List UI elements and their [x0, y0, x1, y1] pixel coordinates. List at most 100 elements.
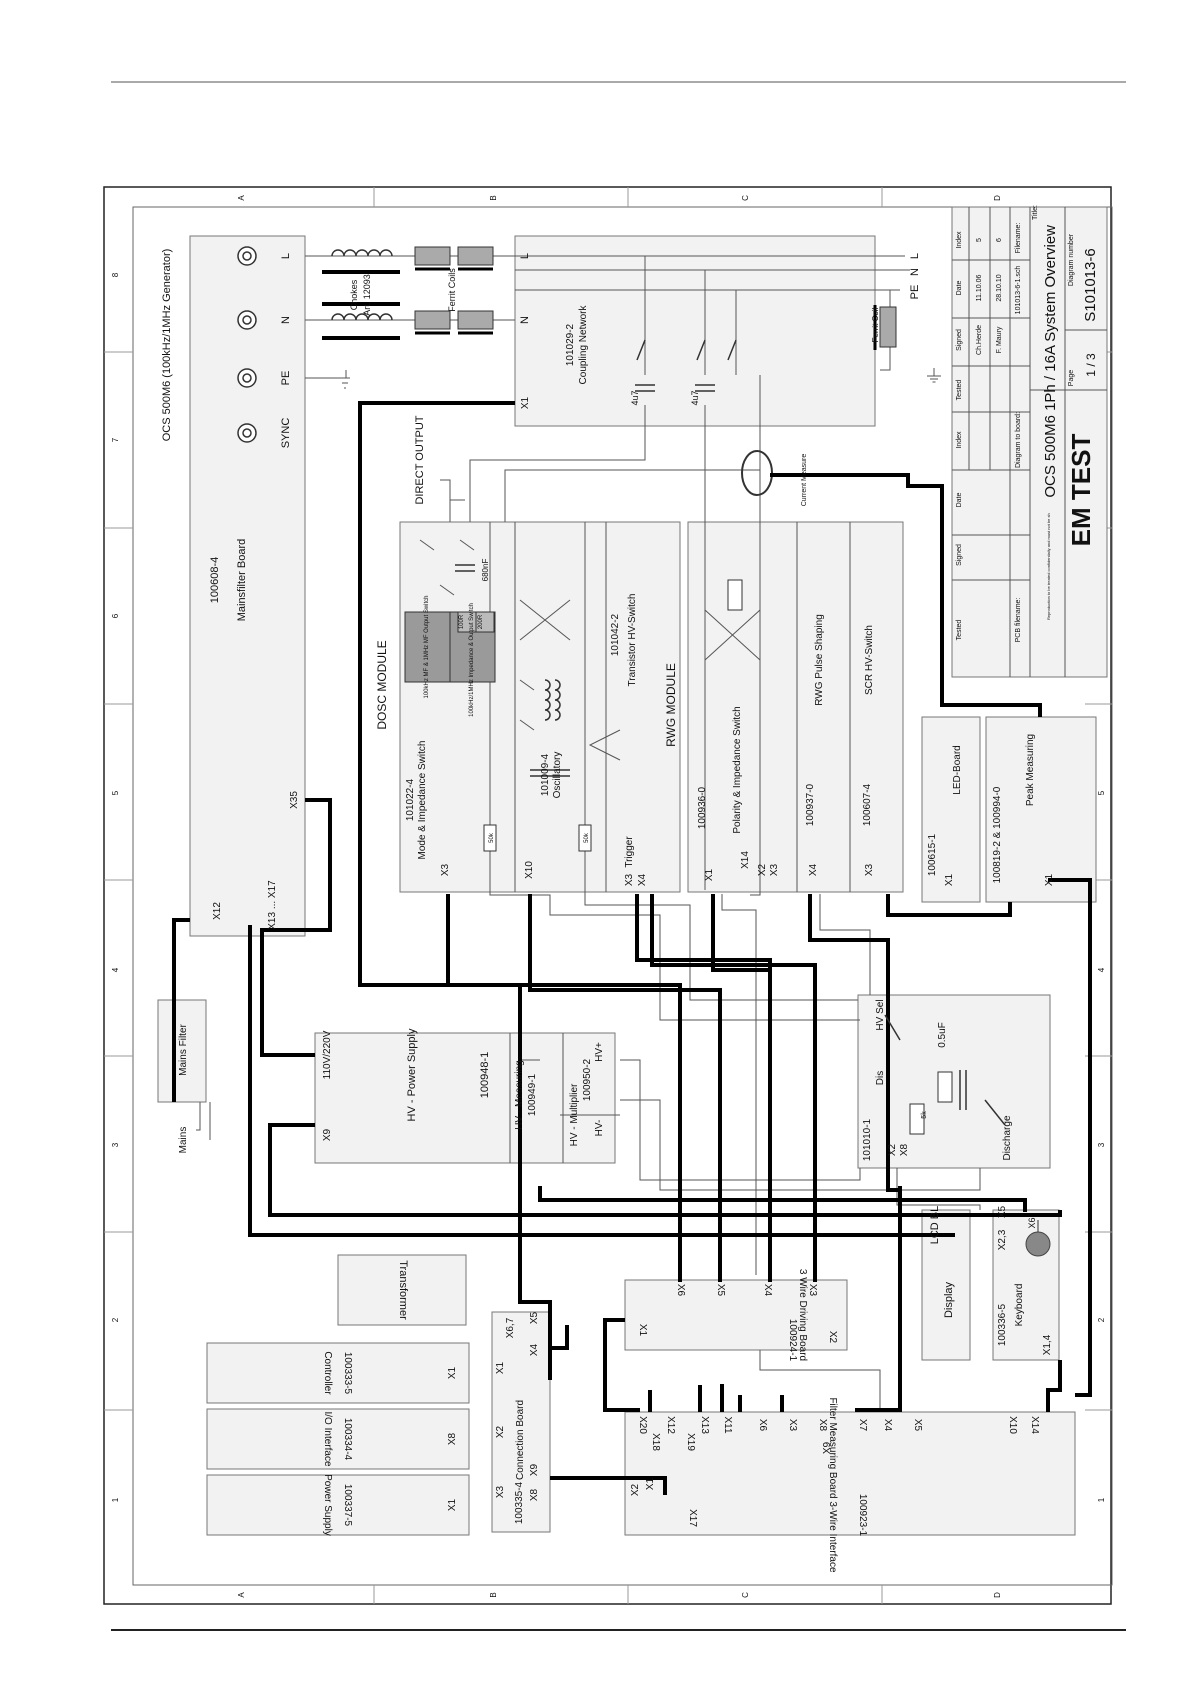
outer-frame	[103, 186, 1112, 1605]
dosc-module	[399, 521, 681, 893]
grid-col-label: 2	[1097, 1317, 1106, 1322]
pcb-filename-label: PCB filename:	[1015, 598, 1022, 643]
grid-col-label: 6	[111, 613, 120, 618]
keyboard-name: Keyboard	[1014, 1284, 1025, 1327]
resistor-label: 50k	[584, 832, 590, 843]
port-label: X8	[899, 1143, 910, 1156]
port-label: X3	[624, 873, 635, 886]
port-label: X1	[495, 1361, 506, 1374]
ferrit-coil-icon	[457, 310, 494, 330]
port-label: X1	[645, 1477, 656, 1490]
peak-measuring-id: 100819-2 & 100994-0	[992, 786, 1003, 883]
port-label: X11	[722, 1416, 733, 1433]
hv-multiplier-id: 100950-2	[582, 1058, 593, 1101]
port-label: X3	[495, 1485, 506, 1498]
ferrit-coil-icon	[414, 246, 451, 266]
port-label: X5	[912, 1419, 923, 1432]
impedance-switch-label: 100kHz/1MHz Impedance & Output Switch	[469, 603, 475, 717]
resistor-icon	[483, 824, 497, 852]
grid-col-label: 1	[111, 1497, 120, 1502]
wire-board-id: 100924-1	[787, 1319, 798, 1362]
keyboard-id: 100336-5	[997, 1303, 1008, 1346]
grid-row-label: B	[489, 1592, 498, 1597]
output-label-n: N	[909, 268, 921, 276]
port-label: X14	[1029, 1416, 1040, 1434]
port-label: X3	[807, 1284, 818, 1297]
lcd-bl-label: LCD BL	[929, 1206, 941, 1245]
led-board	[921, 716, 981, 903]
resistor-icon	[909, 1103, 925, 1135]
port-label: X6,7	[505, 1317, 516, 1338]
port-label: X1	[944, 873, 955, 886]
grid-col-label: 5	[1097, 790, 1106, 795]
psu-small-block	[206, 1474, 470, 1536]
port-label: X14	[740, 851, 751, 869]
capacitor-label: 680nF	[481, 559, 490, 582]
port-label: X5	[997, 1205, 1008, 1218]
port-label: X3	[769, 863, 780, 876]
resistor-icon	[578, 824, 592, 852]
switch-icon	[519, 719, 535, 731]
grid-row-label: A	[237, 195, 246, 201]
dosc-mode-name: Mode & Impedance Switch	[417, 741, 428, 860]
switch-icon	[519, 679, 535, 691]
peak-measuring-name: Peak Measuring	[1025, 734, 1036, 806]
hv-measuring-id: 100949-1	[527, 1073, 538, 1116]
mainsfilter-name: Mainsfilter Board	[236, 539, 248, 622]
discharge-label: Dis	[875, 1071, 886, 1085]
port-label: X5	[529, 1311, 540, 1324]
rev-index: 6	[996, 238, 1003, 242]
output-label-pe: PE	[909, 285, 921, 300]
terminal-label-pe: PE	[280, 371, 292, 386]
pulse-shaping-name: RWG Pulse Shaping	[814, 614, 825, 706]
port-label: X4	[529, 1343, 540, 1356]
transformer	[337, 1254, 467, 1326]
ferrit-coil-icon	[414, 310, 451, 330]
io-interface-block	[206, 1408, 470, 1470]
display-label: Display	[943, 1281, 955, 1318]
port-label: X1	[637, 1324, 648, 1337]
rev-header: Signed	[956, 329, 963, 351]
port-label: X20	[637, 1416, 648, 1434]
port-label: X8	[447, 1432, 458, 1445]
port-label: X4	[808, 863, 819, 876]
labels: OCS 500M6 (100kHz/1MHz Generator)LNPESYN…	[161, 205, 1099, 1573]
port-label: X4	[637, 873, 648, 886]
ground-icon	[927, 368, 941, 383]
grid-col-label: 8	[111, 272, 120, 277]
output-switch-block	[404, 611, 451, 683]
led-board-name: LED-Board	[952, 745, 963, 794]
sheet-title: OCS 500M6 1Ph / 16A System Overview	[1042, 225, 1059, 498]
choke-coil-icon	[331, 249, 393, 257]
grid-row-label: C	[741, 195, 750, 201]
rev-header: Date	[956, 493, 963, 508]
grid-col-label: 3	[111, 1142, 120, 1147]
port-label: X6	[757, 1419, 768, 1432]
diagram-number: S101013-6	[1082, 248, 1099, 321]
company-logo: EM TEST	[1066, 434, 1096, 547]
port-label: X2,3	[997, 1229, 1008, 1250]
capacitor-label: 4u7	[690, 390, 700, 405]
mains-filter-label: Mains Filter	[178, 1023, 189, 1075]
terminal-label-n: N	[280, 316, 292, 324]
port-label: X19	[685, 1433, 696, 1451]
capacitor-label: 4u7	[630, 390, 640, 405]
switch-icon	[696, 339, 706, 361]
port-label: X1	[447, 1366, 458, 1379]
trigger-label: Trigger	[624, 836, 635, 868]
chokes-art: Art. 12093	[362, 274, 372, 316]
dosc-mode-id: 101022-4	[405, 778, 416, 821]
switch-icon	[439, 584, 455, 596]
inductor-icon	[544, 679, 551, 721]
component-symbols	[237, 246, 1039, 1232]
grid-col-label: 4	[111, 967, 120, 972]
port-label: X3	[787, 1419, 798, 1432]
resistor-label: 200R	[478, 614, 484, 629]
controller-block	[206, 1342, 470, 1404]
port-label: X2	[630, 1483, 641, 1496]
hv-measuring-name: HV - Measuring	[514, 1060, 525, 1129]
rev-header: Index	[956, 431, 963, 449]
port-label: X6	[675, 1284, 686, 1297]
resistor-label: 100R	[459, 614, 465, 629]
polarity-switch-id: 100936-0	[697, 786, 708, 829]
